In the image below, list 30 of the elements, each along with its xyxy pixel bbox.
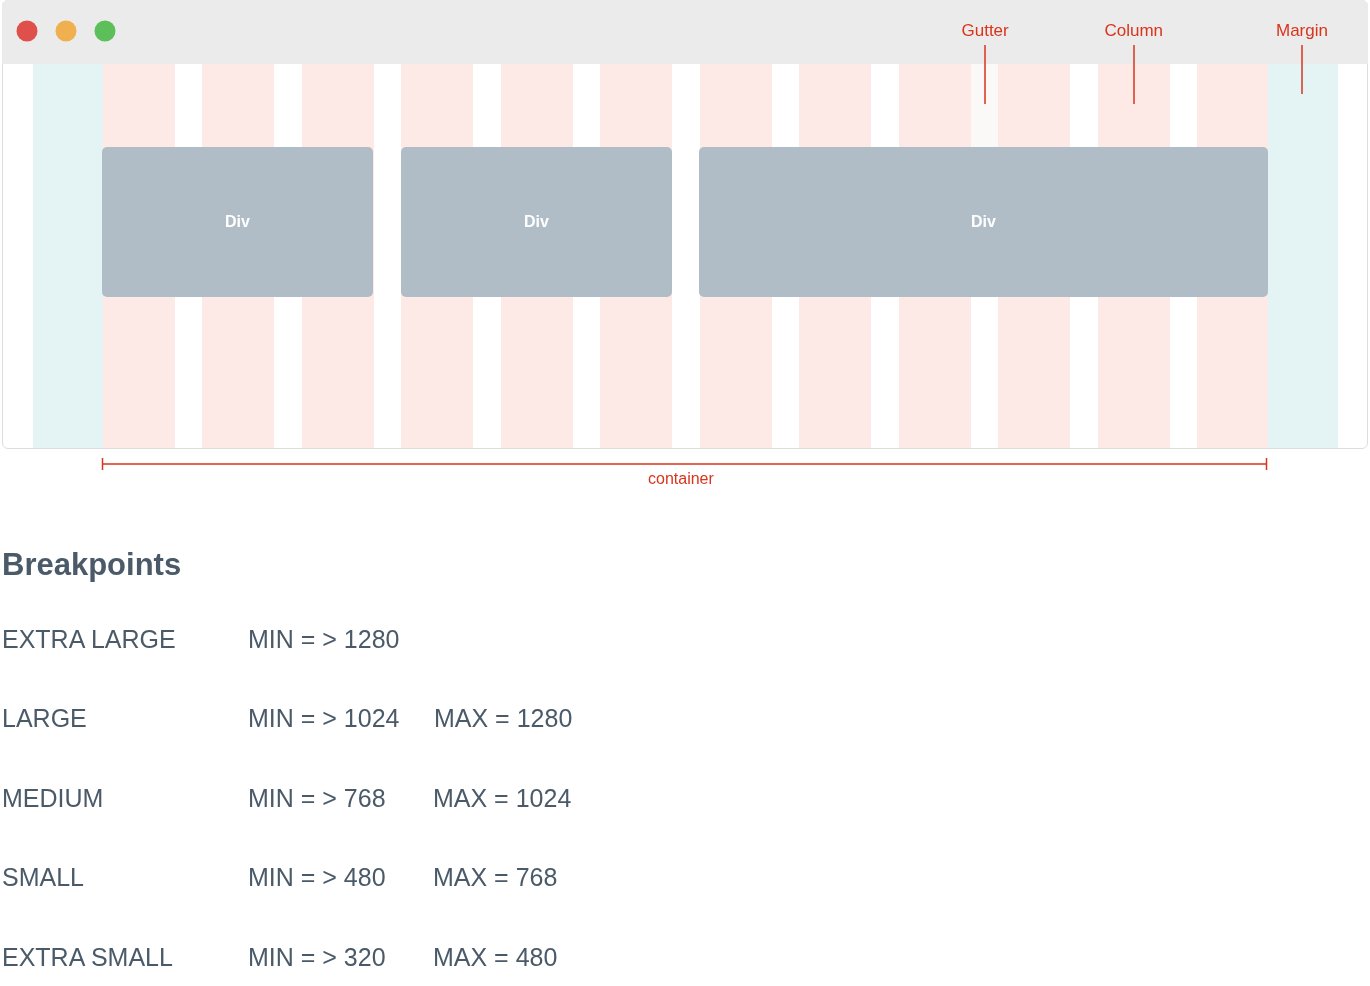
margin-strip (1268, 64, 1338, 448)
breakpoint-range: MIN = > 1024 (248, 703, 400, 733)
breakpoint-range: MAX = 1280 (434, 703, 573, 733)
breakpoint-range: MIN = > 1280 (248, 624, 400, 654)
div-block (102, 147, 373, 297)
div-label: Div (971, 213, 996, 231)
section-heading: Breakpoints (2, 546, 182, 584)
dimension-label: container (648, 470, 714, 488)
leader-line (1301, 44, 1303, 95)
margin-strip (33, 64, 103, 448)
callout-label: Gutter (961, 21, 1009, 41)
breakpoint-range: MIN = > 320 (248, 942, 386, 972)
breakpoint-range: MIN = > 480 (248, 862, 386, 892)
callout-label: Column (1104, 21, 1164, 41)
div-block (401, 147, 672, 297)
div-label: Div (225, 213, 250, 231)
breakpoint-name: EXTRA LARGE (2, 624, 176, 654)
div-label: Div (524, 213, 549, 231)
breakpoint-range: MIN = > 768 (248, 783, 386, 813)
breakpoint-range: MAX = 480 (433, 942, 558, 972)
div-block (699, 147, 1268, 297)
callout-label: Margin (1276, 21, 1328, 41)
breakpoint-range: MAX = 1024 (433, 783, 572, 813)
leader-line (1133, 44, 1135, 105)
breakpoint-name: MEDIUM (2, 783, 104, 813)
breakpoint-name: SMALL (2, 862, 84, 892)
breakpoint-range: MAX = 768 (433, 862, 558, 892)
leader-line (984, 44, 986, 105)
breakpoint-name: LARGE (2, 703, 87, 733)
breakpoint-name: EXTRA SMALL (2, 942, 173, 972)
